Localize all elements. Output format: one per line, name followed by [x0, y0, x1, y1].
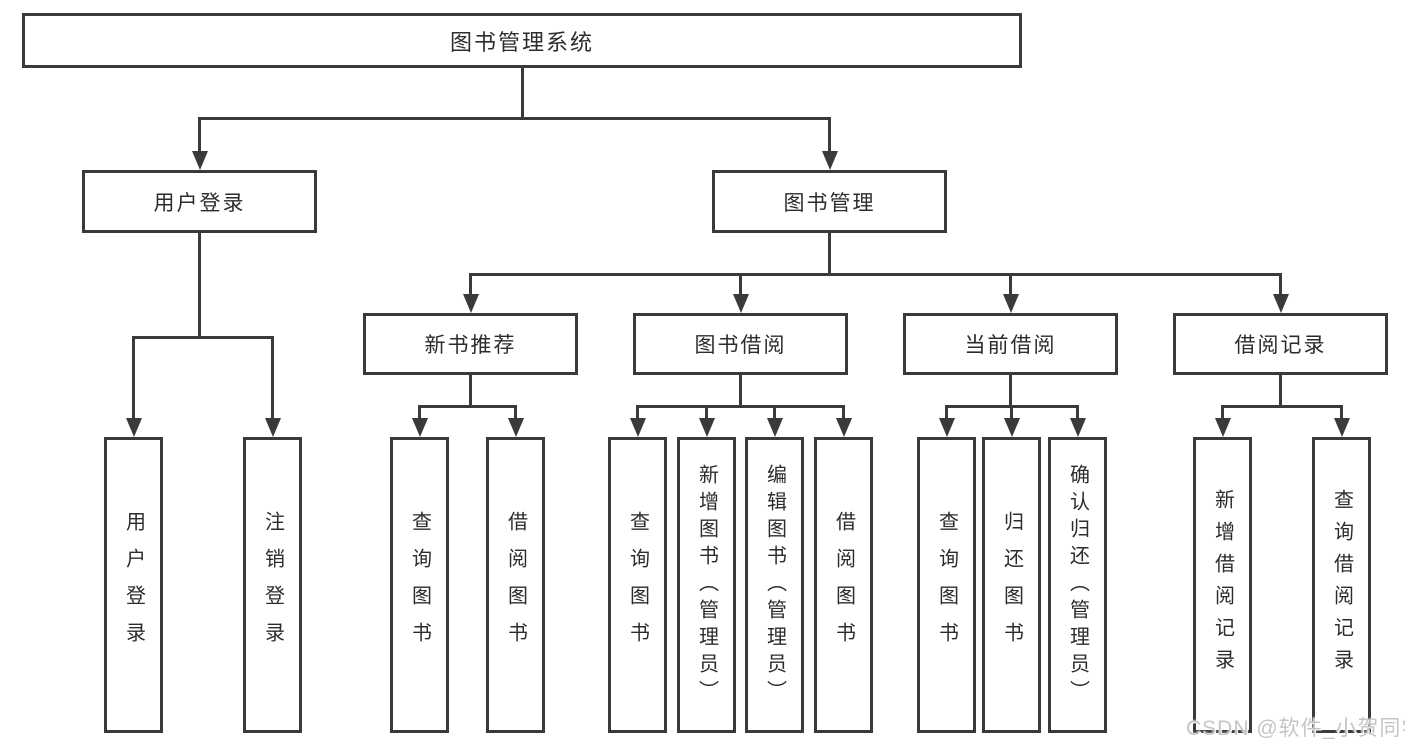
node-add-borrow-record-label: 新增借阅记录	[1211, 489, 1234, 681]
connector-line	[469, 375, 472, 408]
arrow-down-icon	[1069, 418, 1086, 437]
arrow-down-icon	[732, 294, 749, 313]
connector-line	[1279, 375, 1282, 408]
node-confirm-return-admin-label: 确认归还（管理员）	[1066, 463, 1089, 707]
connector-line	[132, 337, 135, 420]
node-query-books-borrowing: 查询图书	[608, 437, 667, 733]
connector-line	[842, 406, 845, 420]
node-current-borrowing: 当前借阅	[903, 313, 1118, 375]
connector-line	[198, 233, 201, 339]
node-user-login-label: 用户登录	[153, 191, 246, 215]
connector-line	[1221, 406, 1224, 420]
node-query-borrow-record: 查询借阅记录	[1312, 437, 1371, 733]
arrow-down-icon	[1002, 294, 1019, 313]
connector-line	[469, 272, 1282, 276]
node-query-books-borrowing-label: 查询图书	[626, 511, 649, 659]
node-borrow-books-borrowing: 借阅图书	[814, 437, 873, 733]
node-new-book-recommend-label: 新书推荐	[424, 334, 517, 357]
connector-line	[1009, 375, 1012, 408]
node-query-books-recommend-label: 查询图书	[408, 511, 431, 659]
connector-line	[1279, 274, 1282, 296]
node-query-borrow-record-label: 查询借阅记录	[1330, 489, 1353, 681]
connector-line	[1221, 404, 1343, 408]
node-root: 图书管理系统	[22, 13, 1022, 68]
connector-line	[1340, 406, 1343, 420]
connector-line	[1009, 274, 1012, 296]
arrow-down-icon	[507, 418, 524, 437]
node-borrowing-records-label: 借阅记录	[1234, 334, 1327, 357]
connector-line	[636, 404, 845, 408]
connector-line	[773, 406, 776, 420]
node-query-books-current: 查询图书	[917, 437, 976, 733]
node-edit-books-admin: 编辑图书（管理员）	[745, 437, 804, 733]
connector-line	[418, 404, 517, 408]
node-logout-leaf: 注销登录	[243, 437, 302, 733]
connector-line	[418, 406, 421, 420]
node-confirm-return-admin: 确认归还（管理员）	[1048, 437, 1107, 733]
node-new-book-recommend: 新书推荐	[363, 313, 578, 375]
arrow-down-icon	[191, 151, 208, 170]
node-query-books-current-label: 查询图书	[935, 511, 958, 659]
node-add-borrow-record: 新增借阅记录	[1193, 437, 1252, 733]
connector-line	[469, 274, 472, 296]
arrow-down-icon	[938, 418, 955, 437]
node-return-books-label: 归还图书	[1000, 511, 1023, 659]
node-book-borrowing-label: 图书借阅	[694, 334, 787, 357]
connector-line	[520, 68, 524, 120]
node-query-books-recommend: 查询图书	[390, 437, 449, 733]
connector-line	[739, 375, 742, 408]
node-edit-books-admin-label: 编辑图书（管理员）	[763, 463, 786, 707]
connector-line	[636, 406, 639, 420]
connector-line	[198, 116, 831, 120]
arrow-down-icon	[1272, 294, 1289, 313]
connector-line	[828, 118, 831, 153]
node-user-login-leaf: 用户登录	[104, 437, 163, 733]
arrow-down-icon	[462, 294, 479, 313]
node-borrow-books-borrowing-label: 借阅图书	[832, 511, 855, 659]
node-borrow-books-recommend-label: 借阅图书	[504, 511, 527, 659]
node-logout-leaf-label: 注销登录	[261, 511, 284, 659]
arrow-down-icon	[125, 418, 142, 437]
connector-line	[1076, 406, 1079, 420]
node-user-login: 用户登录	[82, 170, 317, 233]
arrow-down-icon	[698, 418, 715, 437]
node-book-borrowing: 图书借阅	[633, 313, 848, 375]
arrow-down-icon	[1214, 418, 1231, 437]
arrow-down-icon	[766, 418, 783, 437]
connector-line	[514, 406, 517, 420]
arrow-down-icon	[264, 418, 281, 437]
node-book-management-label: 图书管理	[783, 191, 876, 215]
node-book-management: 图书管理	[712, 170, 947, 233]
node-borrowing-records: 借阅记录	[1173, 313, 1388, 375]
node-add-books-admin: 新增图书（管理员）	[677, 437, 736, 733]
arrow-down-icon	[835, 418, 852, 437]
node-current-borrowing-label: 当前借阅	[964, 334, 1057, 357]
connector-line	[198, 118, 201, 153]
node-return-books: 归还图书	[982, 437, 1041, 733]
connector-line	[132, 335, 274, 339]
arrow-down-icon	[1003, 418, 1020, 437]
node-add-books-admin-label: 新增图书（管理员）	[695, 463, 718, 707]
arrow-down-icon	[629, 418, 646, 437]
connector-line	[271, 337, 274, 420]
arrow-down-icon	[411, 418, 428, 437]
node-borrow-books-recommend: 借阅图书	[486, 437, 545, 733]
connector-line	[739, 274, 742, 296]
node-root-label: 图书管理系统	[449, 29, 594, 55]
csdn-watermark: CSDN @软件_小贺同学	[1186, 717, 1405, 740]
connector-line	[1010, 406, 1013, 420]
node-user-login-leaf-label: 用户登录	[122, 511, 145, 659]
connector-line	[705, 406, 708, 420]
arrow-down-icon	[1333, 418, 1350, 437]
connector-line	[945, 406, 948, 420]
arrow-down-icon	[821, 151, 838, 170]
connector-line	[828, 233, 831, 276]
